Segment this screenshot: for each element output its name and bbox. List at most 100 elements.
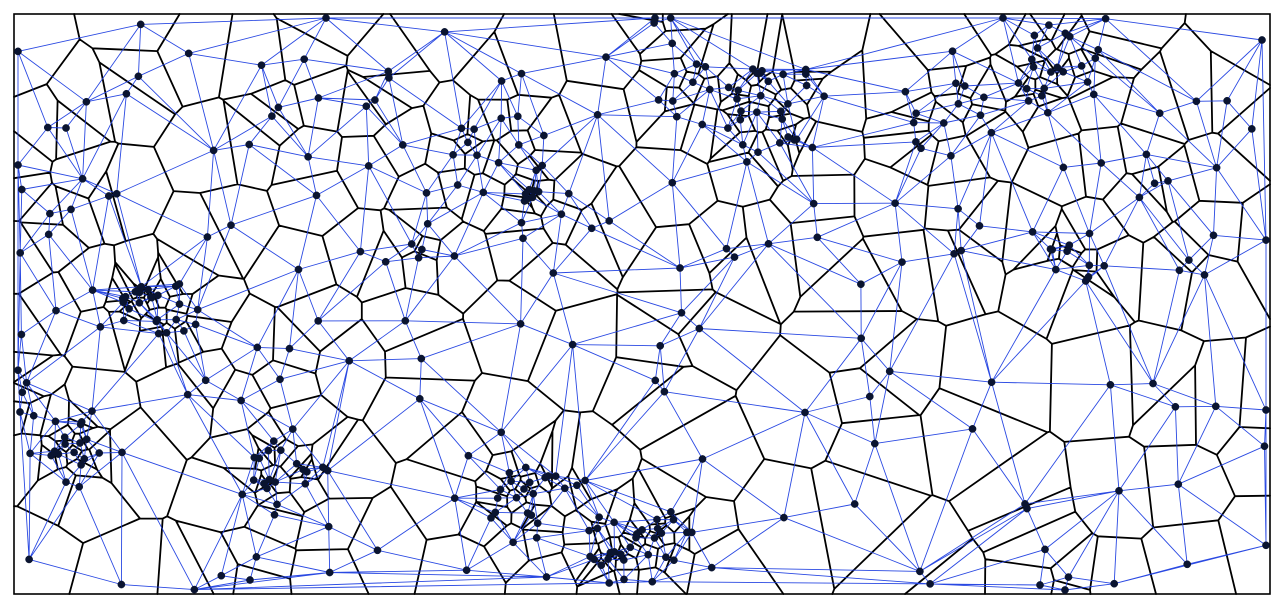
- site-point: [1175, 266, 1184, 275]
- site-point: [520, 197, 529, 205]
- site-point: [288, 425, 297, 433]
- site-point: [551, 472, 560, 480]
- site-point: [538, 161, 547, 170]
- site-point: [183, 390, 192, 399]
- site-point: [653, 515, 661, 524]
- site-point: [701, 62, 710, 71]
- site-point: [689, 78, 697, 87]
- site-point: [67, 205, 75, 214]
- site-point: [529, 489, 538, 498]
- site-point: [505, 468, 514, 477]
- site-point: [590, 555, 599, 564]
- delaunay-edges: [17, 17, 1267, 591]
- site-point: [497, 428, 506, 437]
- site-point: [96, 323, 105, 331]
- site-point: [104, 192, 113, 200]
- site-point: [948, 47, 957, 56]
- site-point: [1115, 486, 1123, 495]
- site-point: [134, 72, 143, 81]
- site-point: [950, 249, 958, 258]
- voronoi-edges: [13, 13, 1271, 595]
- site-point: [473, 151, 481, 160]
- site-point: [16, 408, 24, 416]
- site-point: [1085, 229, 1094, 238]
- site-point: [976, 111, 985, 120]
- site-point: [657, 529, 666, 538]
- site-point: [1037, 91, 1046, 100]
- site-point: [276, 375, 284, 384]
- site-point: [517, 218, 526, 227]
- site-point: [270, 510, 279, 519]
- site-point: [654, 96, 663, 104]
- site-point: [1046, 245, 1055, 253]
- site-point: [457, 124, 466, 133]
- site-point: [125, 304, 133, 313]
- site-point: [300, 55, 309, 64]
- site-point: [509, 538, 517, 547]
- site-point: [939, 119, 948, 127]
- site-point: [1030, 31, 1039, 40]
- site-point: [362, 102, 371, 111]
- site-point: [162, 328, 171, 337]
- site-point: [175, 300, 184, 308]
- site-point: [26, 449, 34, 458]
- site-point: [1036, 581, 1044, 589]
- site-point: [620, 575, 628, 584]
- site-point: [152, 317, 161, 326]
- site-point: [604, 555, 612, 563]
- site-point: [912, 109, 920, 118]
- site-point: [494, 158, 503, 167]
- site-point: [683, 528, 691, 537]
- site-point: [271, 478, 280, 486]
- site-point: [62, 124, 70, 132]
- site-point: [46, 209, 54, 218]
- site-point: [952, 79, 960, 88]
- site-point: [1024, 97, 1033, 105]
- site-point: [1014, 79, 1023, 87]
- voronoi-cell-boundaries: [13, 13, 1271, 595]
- site-point: [650, 534, 659, 542]
- site-point: [1053, 63, 1062, 72]
- site-point: [184, 49, 193, 58]
- site-point: [533, 519, 542, 528]
- site-point: [638, 526, 646, 534]
- site-point: [1200, 271, 1209, 279]
- site-point: [77, 461, 85, 469]
- site-point: [117, 580, 126, 589]
- site-point: [595, 513, 603, 522]
- site-point: [14, 47, 22, 56]
- site-point: [668, 178, 677, 187]
- site-point: [491, 508, 500, 517]
- site-point: [960, 82, 969, 90]
- site-point: [512, 493, 521, 502]
- site-point: [808, 143, 817, 152]
- site-point: [1077, 62, 1086, 70]
- site-point: [758, 66, 766, 75]
- site-point: [724, 124, 732, 132]
- site-point: [668, 39, 677, 48]
- site-point: [1142, 150, 1151, 159]
- site-point: [1065, 32, 1074, 41]
- site-point: [1043, 108, 1052, 117]
- site-point: [648, 577, 657, 586]
- site-point: [440, 28, 449, 36]
- site-point: [496, 485, 505, 494]
- site-point: [88, 286, 97, 294]
- site-point: [656, 341, 665, 350]
- site-point: [947, 151, 955, 160]
- site-point: [136, 20, 145, 29]
- site-point: [252, 553, 261, 561]
- site-point: [70, 448, 78, 457]
- site-point: [885, 367, 894, 376]
- site-point: [801, 408, 809, 417]
- site-point: [916, 567, 924, 576]
- site-point: [670, 69, 679, 78]
- site-point: [253, 343, 262, 352]
- site-point: [968, 425, 977, 433]
- site-point: [520, 485, 528, 493]
- site-point: [707, 563, 716, 572]
- site-point: [190, 585, 199, 594]
- site-point: [135, 298, 144, 307]
- site-point: [857, 280, 865, 289]
- site-point: [1040, 84, 1049, 93]
